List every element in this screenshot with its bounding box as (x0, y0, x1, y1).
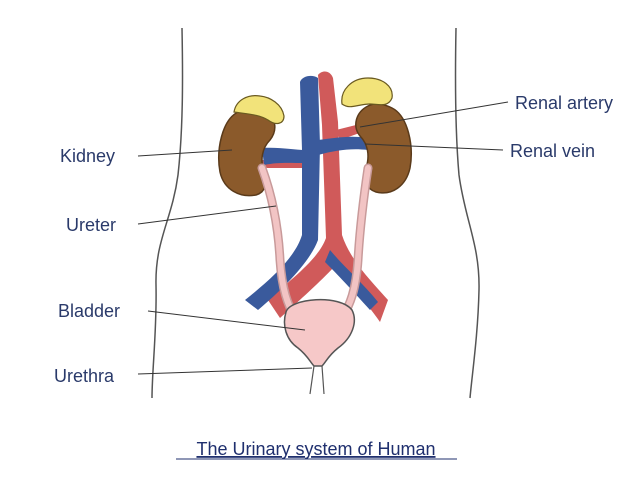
label-kidney: Kidney (60, 146, 115, 166)
renal-vein-left (262, 147, 304, 165)
body-outline-right (454, 27, 480, 399)
urethra (309, 365, 325, 395)
leader-line-kidney (137, 149, 233, 157)
ureter-left-fill (259, 165, 298, 321)
vena-cava (245, 75, 320, 310)
label-renal-vein: Renal vein (510, 141, 595, 161)
leader-lines (137, 101, 509, 375)
leader-line-urethra (137, 367, 313, 375)
leader-line-bladder (147, 310, 306, 331)
body-outline (151, 27, 480, 399)
leader-line-ureter (137, 205, 277, 225)
label-urethra: Urethra (54, 366, 115, 386)
leader-line-renal-artery (359, 101, 509, 128)
label-bladder: Bladder (58, 301, 120, 321)
adrenal-gland-left (233, 95, 285, 125)
renal-vein-right (318, 136, 368, 155)
leader-line-renal-vein (364, 143, 504, 151)
body-outline-left (151, 27, 184, 399)
aorta (268, 71, 388, 322)
ureter-right-fill (339, 165, 371, 321)
label-renal-artery: Renal artery (515, 93, 613, 113)
adrenal-gland-right (341, 77, 393, 108)
diagram-caption: The Urinary system of Human (196, 439, 435, 459)
bladder (283, 299, 356, 367)
label-ureter: Ureter (66, 215, 116, 235)
